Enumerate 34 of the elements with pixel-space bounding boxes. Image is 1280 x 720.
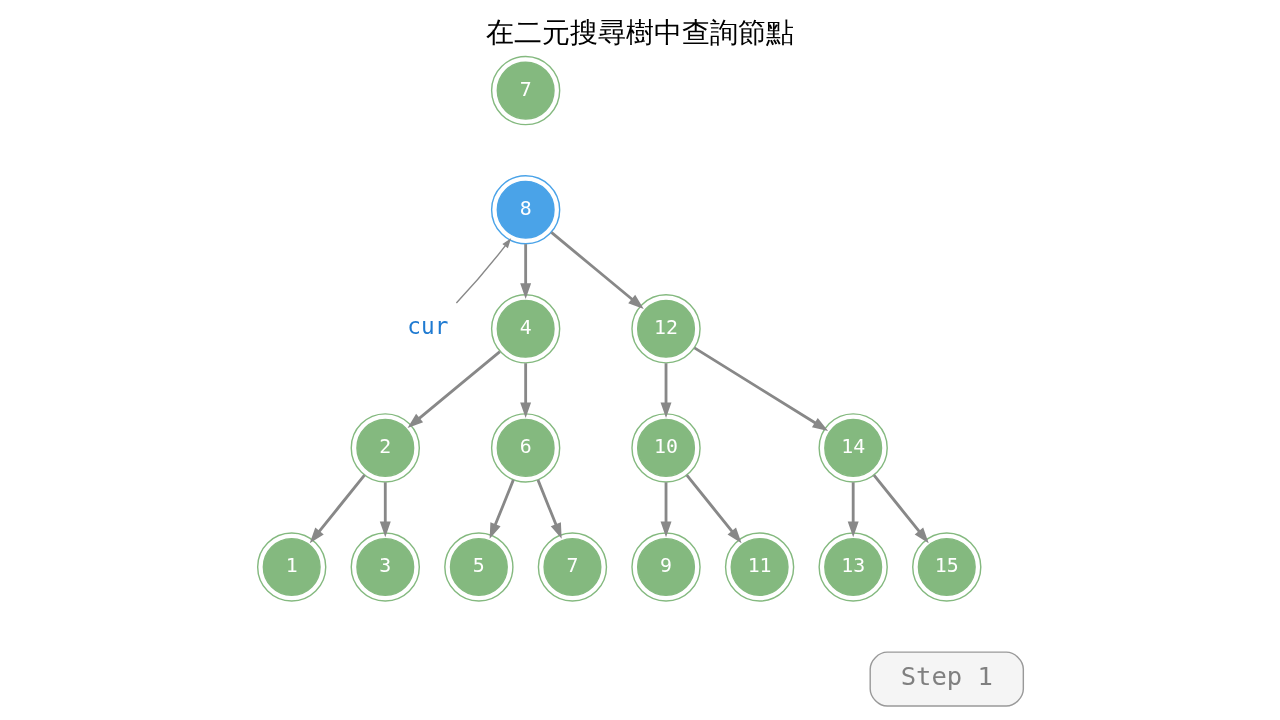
node-circle: 11	[724, 532, 794, 602]
node-circle: 5	[443, 532, 514, 602]
node-circle: 14	[817, 413, 888, 483]
node-circle: 13	[817, 532, 888, 602]
node-circle: 9	[630, 532, 701, 602]
node-circle: 10	[630, 413, 701, 483]
node-circle: 4	[490, 294, 560, 364]
diagram-title: 在二元搜尋樹中查詢節點	[486, 16, 794, 50]
node-circle: 8	[490, 174, 560, 245]
arrow	[660, 363, 671, 419]
node-circle: 12	[630, 294, 701, 364]
node-circle: 15	[911, 532, 981, 602]
arrow	[407, 350, 501, 429]
arrow	[536, 479, 562, 539]
arrow	[685, 474, 742, 544]
arrow	[519, 363, 531, 419]
arrow	[455, 238, 511, 304]
arrow	[309, 474, 366, 544]
arrow	[379, 482, 391, 538]
arrow	[489, 479, 515, 539]
arrow	[693, 346, 828, 431]
node-circle: 3	[350, 532, 420, 602]
arrow	[519, 244, 531, 299]
node-circle: 7	[537, 532, 607, 602]
arrow	[872, 474, 929, 544]
node-circle: 2	[350, 413, 420, 483]
node-circle: 1	[256, 532, 326, 602]
arrow	[660, 482, 671, 538]
arrow	[847, 482, 859, 538]
arrow	[550, 231, 644, 309]
node-text: cur	[406, 313, 448, 340]
node-box: Step 1	[869, 651, 1024, 707]
node-circle: 7	[490, 55, 560, 126]
node-circle: 6	[490, 413, 560, 483]
